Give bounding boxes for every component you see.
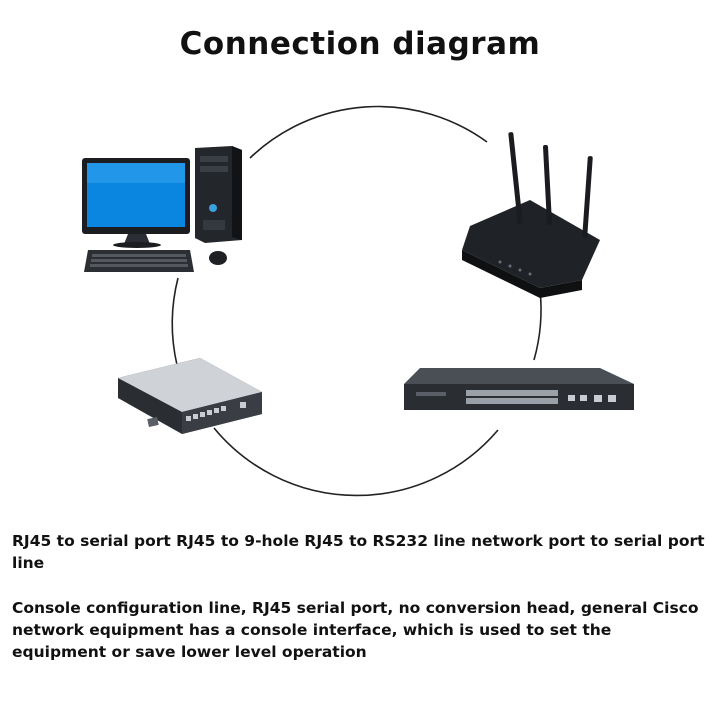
connection-diagram xyxy=(82,105,634,497)
computer-icon xyxy=(82,146,242,272)
small-business-router-icon xyxy=(118,358,262,434)
description-line-2: Console configuration line, RJ45 serial … xyxy=(12,599,699,661)
network-switch-icon xyxy=(404,368,634,410)
diagram-title: Connection diagram xyxy=(179,26,541,62)
description-line-1: RJ45 to serial port RJ45 to 9-hole RJ45 … xyxy=(12,532,705,572)
wireless-router-icon xyxy=(462,132,600,298)
